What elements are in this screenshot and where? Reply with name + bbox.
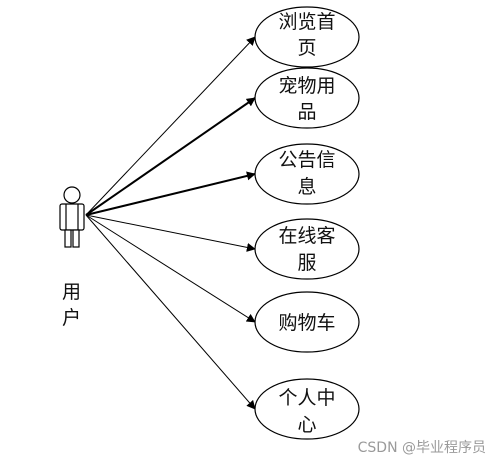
association-personal-center bbox=[85, 214, 256, 410]
association-shopping-cart bbox=[85, 214, 256, 323]
watermark: CSDN @毕业程序员 bbox=[358, 440, 486, 456]
actor-figure-icon bbox=[59, 186, 85, 248]
use-case-pet-supplies-line-1: 宠物用 bbox=[278, 75, 335, 97]
use-case-pet-supplies: 宠物用 品 bbox=[254, 67, 360, 129]
association-pet-supplies bbox=[85, 97, 256, 216]
use-case-shopping-cart-line-1: 购物车 bbox=[278, 312, 335, 334]
use-case-online-support-line-2: 服 bbox=[297, 252, 316, 274]
association-online-support bbox=[85, 214, 256, 252]
actor-label-line-1: 用 bbox=[62, 281, 81, 303]
association-announcements bbox=[85, 171, 256, 216]
use-case-personal-center-line-2: 心 bbox=[297, 414, 316, 436]
use-case-browse-home: 浏览首 页 bbox=[254, 6, 360, 68]
actor-label-line-2: 户 bbox=[62, 307, 81, 329]
use-case-online-support: 在线客 服 bbox=[254, 218, 360, 280]
use-case-browse-home-line-2: 页 bbox=[297, 37, 316, 59]
use-case-announcements-line-2: 息 bbox=[297, 176, 316, 198]
use-case-announcements-line-1: 公告信 bbox=[278, 149, 335, 171]
use-case-browse-home-line-1: 浏览首 bbox=[278, 11, 335, 33]
use-case-personal-center: 个人中 心 bbox=[254, 378, 360, 440]
use-case-announcements: 公告信 息 bbox=[254, 143, 360, 205]
use-case-pet-supplies-line-2: 品 bbox=[297, 101, 316, 123]
use-case-online-support-line-1: 在线客 bbox=[278, 225, 335, 247]
use-case-personal-center-line-1: 个人中 bbox=[278, 387, 335, 409]
use-case-shopping-cart: 购物车 bbox=[254, 291, 360, 353]
association-browse-home bbox=[85, 36, 256, 216]
